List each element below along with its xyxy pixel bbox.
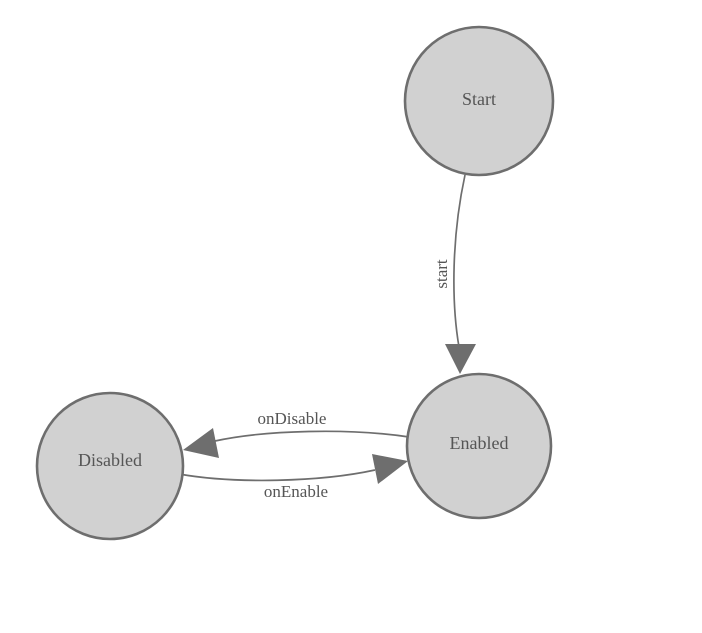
node-start[interactable]: Start bbox=[403, 25, 555, 177]
edge-label-start: start bbox=[432, 259, 451, 289]
node-start-circle bbox=[403, 25, 555, 177]
edge-label-onenable: onEnable bbox=[264, 482, 328, 501]
edge-enabled-to-disabled[interactable]: onDisable bbox=[183, 409, 410, 458]
edge-disabled-to-enabled-path bbox=[178, 469, 376, 482]
node-disabled[interactable]: Disabled bbox=[35, 391, 185, 541]
node-start-label: Start bbox=[462, 89, 496, 109]
edge-start-to-enabled[interactable]: start bbox=[432, 174, 476, 374]
edge-start-to-enabled-arrowhead bbox=[445, 344, 476, 374]
node-enabled-circle bbox=[405, 372, 553, 520]
node-enabled[interactable]: Enabled bbox=[405, 372, 553, 520]
edge-enabled-to-disabled-path bbox=[214, 430, 410, 442]
edge-enabled-to-disabled-arrowhead bbox=[183, 428, 219, 458]
node-enabled-label: Enabled bbox=[450, 433, 509, 453]
node-disabled-circle bbox=[35, 391, 185, 541]
edge-label-ondisable: onDisable bbox=[258, 409, 327, 428]
edge-disabled-to-enabled-arrowhead bbox=[372, 454, 408, 484]
edge-disabled-to-enabled[interactable]: onEnable bbox=[178, 454, 408, 501]
edge-start-to-enabled-path bbox=[453, 174, 466, 348]
node-disabled-label: Disabled bbox=[78, 450, 142, 470]
